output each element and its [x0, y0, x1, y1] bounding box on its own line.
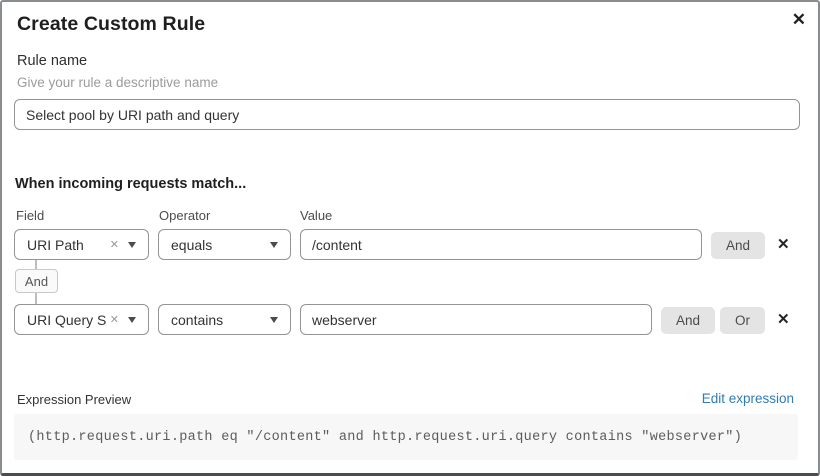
- remove-row2-icon[interactable]: ✕: [777, 311, 790, 328]
- field-select-row1[interactable]: URI Path ✕: [14, 229, 149, 260]
- field-select-row1-value: URI Path: [27, 236, 84, 253]
- chevron-down-icon: [128, 241, 136, 248]
- operator-select-row1-value: equals: [171, 236, 213, 253]
- column-label-value: Value: [300, 208, 333, 223]
- chevron-down-icon: [270, 241, 278, 248]
- chevron-down-icon: [270, 316, 278, 323]
- chevron-down-icon: [128, 316, 136, 323]
- connector-and-badge: And: [15, 269, 58, 293]
- and-button-row1[interactable]: And: [711, 232, 765, 259]
- and-button-row2[interactable]: And: [661, 307, 715, 334]
- operator-select-row2-value: contains: [171, 311, 224, 328]
- page-title: Create Custom Rule: [17, 13, 206, 35]
- clear-field-icon[interactable]: ✕: [109, 239, 119, 251]
- close-icon[interactable]: ✕: [792, 8, 806, 32]
- expression-code: (http.request.uri.path eq "/content" and…: [28, 429, 743, 445]
- edit-expression-link[interactable]: Edit expression: [701, 391, 794, 406]
- column-label-field: Field: [16, 208, 45, 223]
- connector-line-bottom: [35, 293, 37, 304]
- column-label-operator: Operator: [159, 208, 211, 223]
- field-select-row2[interactable]: URI Query St... ✕: [14, 304, 149, 335]
- operator-select-row1[interactable]: equals: [158, 229, 291, 260]
- expression-code-block: (http.request.uri.path eq "/content" and…: [14, 414, 798, 460]
- connector-line-top: [35, 260, 37, 269]
- rule-name-input[interactable]: [14, 99, 800, 130]
- value-input-row1[interactable]: [300, 229, 702, 260]
- rule-name-hint: Give your rule a descriptive name: [17, 75, 219, 90]
- operator-select-row2[interactable]: contains: [158, 304, 291, 335]
- value-input-row2[interactable]: [300, 304, 652, 335]
- or-button-row2[interactable]: Or: [720, 307, 765, 334]
- remove-row1-icon[interactable]: ✕: [777, 236, 790, 253]
- match-heading: When incoming requests match...: [15, 176, 247, 192]
- expression-preview-label: Expression Preview: [17, 392, 132, 407]
- rule-name-label: Rule name: [17, 53, 88, 69]
- clear-field-icon[interactable]: ✕: [109, 314, 119, 326]
- field-select-row2-value: URI Query St...: [27, 311, 106, 328]
